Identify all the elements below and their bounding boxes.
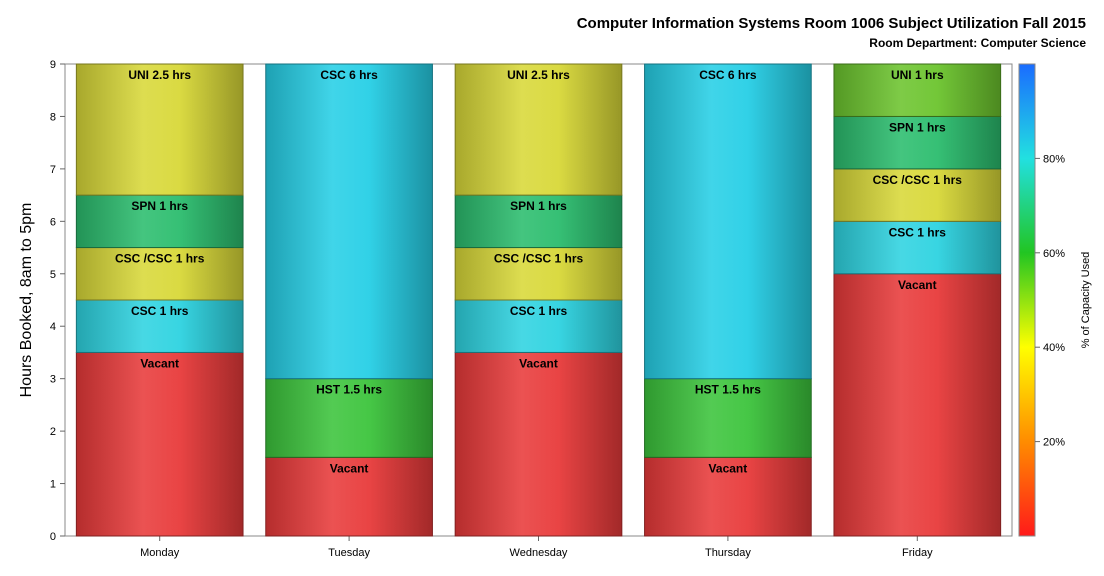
bar-segment [833,273,1002,537]
bar-segment [75,247,244,301]
bar-segment [75,299,244,353]
bar-segment [833,168,1002,222]
bar-segment [265,378,433,458]
segment-label: CSC 6 hrs [320,68,378,82]
bar-segment [75,63,244,196]
bar-segment [265,63,433,380]
y-tick-label: 2 [50,426,56,438]
y-tick-label: 9 [50,59,56,71]
bar-segment [265,456,433,537]
y-tick-label: 0 [50,531,56,543]
segment-label: Vacant [519,356,558,370]
bar-segment [644,378,812,458]
colorbar-tick-label: 60% [1043,248,1065,260]
colorbar-tick-label: 80% [1043,153,1065,165]
colorbar-gradient [1018,63,1036,537]
segment-label: CSC /CSC 1 hrs [873,173,963,187]
segment-label: UNI 2.5 hrs [507,68,570,82]
x-tick-label: Monday [140,547,180,559]
segment-label: Vacant [898,278,937,292]
segment-label: SPN 1 hrs [889,120,946,134]
y-axis-label: Hours Booked, 8am to 5pm [18,203,35,398]
bars [75,63,1002,537]
y-tick-label: 1 [50,479,56,491]
segment-label: UNI 1 hrs [891,68,944,82]
bar-segment [454,194,623,249]
segment-label: CSC 6 hrs [699,68,757,82]
colorbar-tick-label: 20% [1043,437,1065,449]
segment-label: Vacant [140,356,179,370]
y-tick-label: 3 [50,374,56,386]
colorbar-tick-label: 40% [1043,342,1065,354]
colorbar-label: % of Capacity Used [1080,252,1092,349]
bar-segment [454,63,623,196]
bar-segment [833,220,1002,275]
colorbar: 20% 40% 60% 80% % of Capacity Used [1018,63,1092,537]
segment-label: SPN 1 hrs [510,199,567,213]
segment-label: CSC 1 hrs [889,225,947,239]
x-tick-label: Wednesday [510,547,568,559]
y-tick-label: 6 [50,216,56,228]
x-tick-label: Tuesday [328,547,370,559]
bar-segment [644,63,812,380]
segment-label: HST 1.5 hrs [695,383,761,397]
segment-label: SPN 1 hrs [131,199,188,213]
segment-label: HST 1.5 hrs [316,383,382,397]
chart-subtitle: Room Department: Computer Science [869,36,1086,50]
segment-label: CSC /CSC 1 hrs [494,252,584,266]
bar-segment [454,247,623,301]
x-axis: Monday Tuesday Wednesday Thursday Friday [140,536,933,559]
segment-label: UNI 2.5 hrs [128,68,191,82]
y-tick-label: 4 [50,321,56,333]
bar-segment [833,115,1002,170]
bar-segment [454,351,623,537]
y-tick-label: 7 [50,164,56,176]
bar-segment [75,351,244,537]
segment-label: CSC /CSC 1 hrs [115,252,205,266]
chart-title: Computer Information Systems Room 1006 S… [577,15,1086,32]
y-tick-label: 5 [50,269,56,281]
segment-label: Vacant [709,461,748,475]
segment-label: CSC 1 hrs [510,304,568,318]
bar-segment [644,456,812,537]
y-tick-label: 8 [50,111,56,123]
x-tick-label: Thursday [705,547,751,559]
bar-segment [75,194,244,249]
bar-segment [833,63,1002,117]
y-axis: 0 1 2 3 4 5 6 7 8 9 [50,59,65,543]
x-tick-label: Friday [902,547,933,559]
segment-label: CSC 1 hrs [131,304,189,318]
segment-label: Vacant [330,461,369,475]
